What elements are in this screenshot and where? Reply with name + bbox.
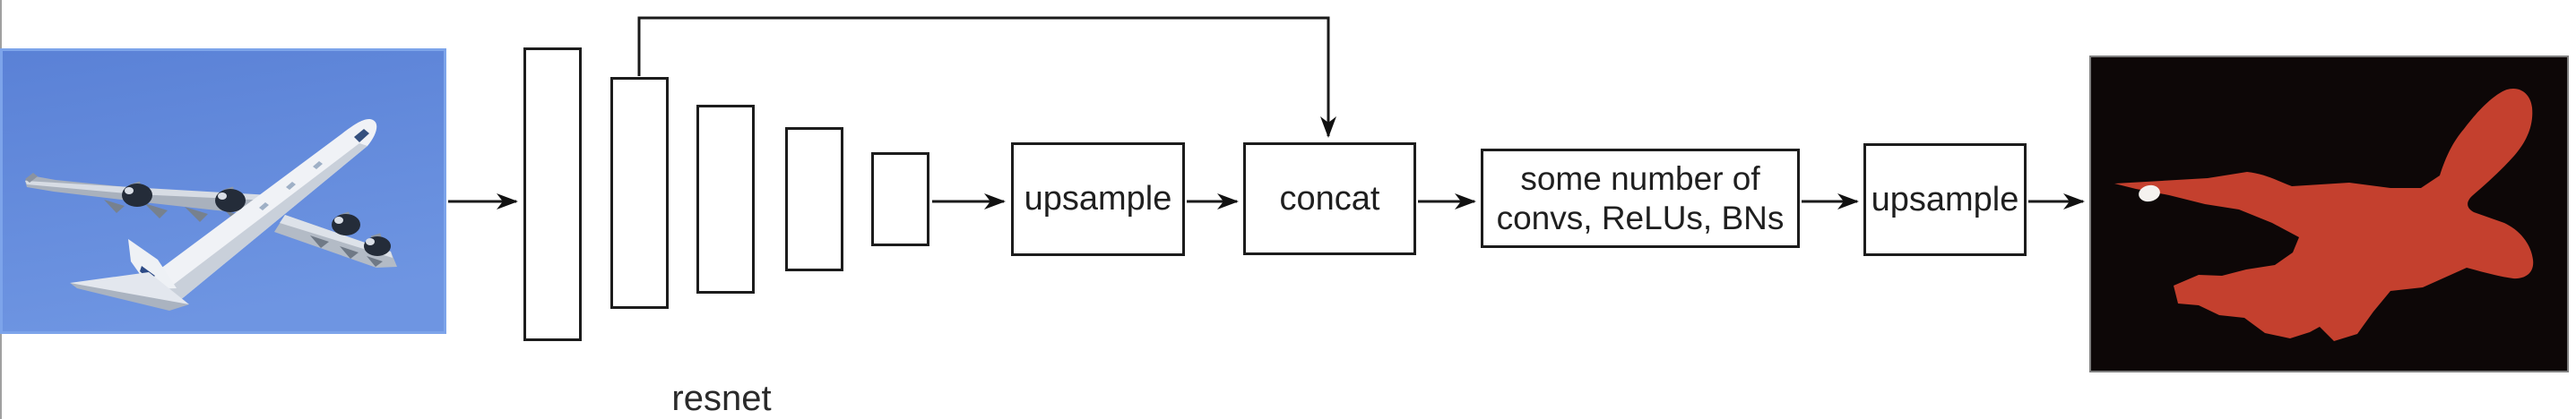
engine-4 (364, 233, 391, 256)
stabilizer-shade (70, 283, 189, 311)
upsample-box-1-label: upsample (1024, 180, 1172, 218)
right-wing-fairings (310, 235, 383, 267)
resnet-label: resnet (671, 379, 772, 418)
convs-box: some number of convs, ReLUs, BNs (1481, 149, 1800, 248)
skip-connection-line (637, 16, 1336, 138)
fuselage-belly-shade (153, 143, 367, 305)
resnet-block-3 (696, 105, 755, 294)
resnet-block-2 (610, 77, 669, 309)
upsample-box-2-label: upsample (1871, 180, 2019, 218)
engine-2 (215, 186, 246, 212)
airplane (25, 119, 397, 311)
engine-1 (122, 181, 152, 207)
stabilizer-left (70, 272, 189, 304)
input-photo (0, 48, 446, 334)
resnet-block-4 (785, 127, 843, 271)
output-mask (2089, 56, 2569, 372)
mask-white-spot (2139, 184, 2160, 202)
engine-3 (332, 211, 360, 235)
winglet (25, 173, 38, 183)
concat-box-label: concat (1279, 179, 1380, 218)
airplane-mask-shape (2114, 88, 2534, 342)
resnet-block-1 (523, 47, 582, 341)
concat-box: concat (1243, 142, 1416, 255)
upsample-box-1: upsample (1011, 142, 1185, 256)
convs-box-line2: convs, ReLUs, BNs (1496, 199, 1785, 236)
resnet-block-5 (871, 152, 929, 246)
fuselage-door-marks (259, 161, 323, 210)
convs-box-line1: some number of (1520, 159, 1760, 197)
tail-fin (128, 239, 177, 289)
cockpit-windows (354, 129, 369, 142)
upsample-box-2: upsample (1863, 143, 2027, 256)
